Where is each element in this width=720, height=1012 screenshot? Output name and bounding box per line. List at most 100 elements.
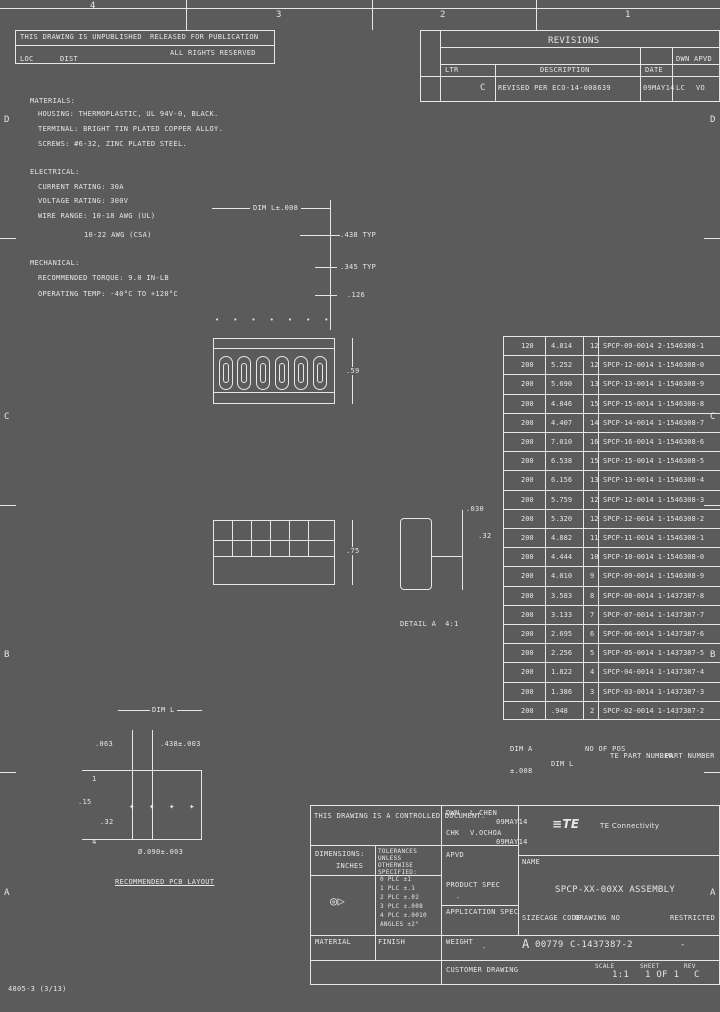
part-table-cell: 200	[521, 591, 534, 600]
table-footer-pos: NO OF POS	[585, 745, 626, 753]
part-table-cell: 4.444	[551, 553, 573, 562]
dim-h2-label: .75	[346, 547, 360, 555]
part-table-cell: 12	[590, 361, 599, 370]
part-table-cell: 3	[590, 687, 595, 696]
terminal-screw	[219, 356, 233, 390]
part-table-cell: 6.538	[551, 457, 573, 466]
zone-divider	[536, 0, 537, 30]
revisions-col	[440, 30, 441, 102]
revisions-divider	[420, 76, 720, 77]
zone-label: B	[4, 650, 10, 660]
title-block-row	[441, 905, 518, 906]
part-table-cell: 3.583	[551, 591, 573, 600]
table-footer-dim-a: DIM A	[510, 745, 533, 753]
part-table-cell: 4.010	[551, 572, 573, 581]
connector-edge	[213, 348, 335, 349]
part-table-cell: 7.010	[551, 438, 573, 446]
terminal-screw	[256, 356, 270, 390]
part-table-cell: 200	[521, 668, 534, 677]
part-table-cell: 200	[521, 610, 534, 619]
part-table-cell: 11	[590, 534, 599, 542]
part-table-cell: 12	[590, 495, 599, 504]
part-table-cell: 200	[521, 495, 534, 504]
restricted-label: RESTRICTED TO	[670, 914, 720, 922]
detail-a-pin	[432, 556, 462, 557]
part-table-cell: 1.386	[551, 687, 573, 696]
zone-label: C	[4, 412, 10, 422]
part-table-cell: 200	[521, 418, 534, 427]
title-block-row	[310, 845, 518, 846]
weight-label: WEIGHT	[446, 938, 474, 946]
part-table-cell: 15	[590, 399, 599, 408]
part-table-cell: 2	[590, 706, 595, 715]
restricted-value: -	[680, 940, 686, 950]
rev-col-date: DATE	[645, 66, 664, 74]
part-table-cell: 13	[590, 380, 599, 389]
part-table-cell: SPCP-02-0014 1-1437387-2	[603, 706, 705, 715]
part-table-cell: 10	[590, 553, 599, 562]
part-table-cell: SPCP-07-0014 1-1437387-7	[603, 610, 705, 619]
part-table-cell: 200	[521, 553, 534, 562]
zone-label: B	[710, 650, 716, 660]
part-table-cell: 8	[590, 591, 595, 600]
dwn-label: DWN	[446, 809, 460, 817]
part-table-cell: SPCP-04-0014 1-1437387-4	[603, 668, 705, 677]
detail-a-profile	[400, 518, 432, 590]
dim-extension	[330, 200, 331, 330]
copyright-note: RELEASED FOR PUBLICATION	[150, 33, 259, 41]
connector-rib	[251, 520, 252, 556]
dist-label: DIST	[60, 55, 79, 63]
zone-divider	[186, 0, 187, 30]
part-table-cell: 2.256	[551, 649, 573, 658]
part-table-cell: 16	[590, 438, 599, 446]
dim-typ-line	[300, 235, 340, 236]
unpublished-note: THIS DRAWING IS UNPUBLISHED	[20, 33, 142, 41]
units-label: DIMENSIONS:	[315, 850, 365, 858]
table-footer-te-pn: TE PART NUMBER	[610, 752, 674, 760]
part-table-cell: SPCP-15-0014 1-1546308-8	[603, 399, 705, 408]
pcb-outline	[82, 770, 202, 840]
pcb-index-1: 1	[92, 775, 97, 783]
controlled-doc: THIS DRAWING IS A CONTROLLED DOCUMENT.	[314, 812, 486, 820]
cage-value: 00779	[535, 940, 564, 950]
part-table-cell: 5.690	[551, 380, 573, 389]
part-table-cell: 5	[590, 649, 595, 658]
part-table-cell: SPCP-13-0014 1-1546308-4	[603, 476, 705, 485]
units-value: INCHES	[336, 862, 364, 870]
pcb-ext-line	[132, 730, 133, 840]
title-block-row	[310, 935, 720, 936]
part-table-cell: 1.822	[551, 668, 573, 677]
pin-dots: •••••••	[215, 316, 343, 324]
connector-side-view	[213, 520, 335, 585]
part-table-cell: 200	[521, 361, 534, 370]
te-logo: ≡TE	[552, 817, 580, 831]
part-table-cell: SPCP-12-0014 1-1546308-2	[603, 514, 705, 523]
rev-col-apvd: APVD	[694, 55, 713, 63]
part-table-cell: SPCP-11-0014 1-1546308-1	[603, 534, 705, 542]
part-table-cell: 200	[521, 572, 534, 581]
part-table-cell: SPCP-06-0014 1-1437387-6	[603, 630, 705, 638]
zone-label: 3	[276, 10, 282, 20]
pcb-hole: ✦	[149, 802, 155, 812]
pcb-dim-l-label: DIM L	[150, 706, 177, 714]
pcb-32-label: .32	[100, 818, 114, 826]
dim-030-label: .030	[466, 505, 485, 513]
part-table-cell: 7	[590, 610, 595, 619]
rights-note: ALL RIGHTS RESERVED	[170, 49, 256, 57]
connector-rib	[308, 520, 309, 556]
rev-label: REV	[684, 963, 696, 970]
dim-126-line	[315, 295, 337, 296]
part-table-cell: 14	[590, 418, 599, 427]
zone-label: 2	[440, 10, 446, 20]
revisions-col	[495, 64, 496, 102]
part-table-cell: SPCP-09-0014 2-1546308-1	[603, 342, 705, 350]
connector-rib	[232, 520, 233, 556]
title-block	[310, 805, 720, 985]
weight-value: -	[482, 944, 487, 952]
name-label: NAME	[522, 858, 541, 866]
